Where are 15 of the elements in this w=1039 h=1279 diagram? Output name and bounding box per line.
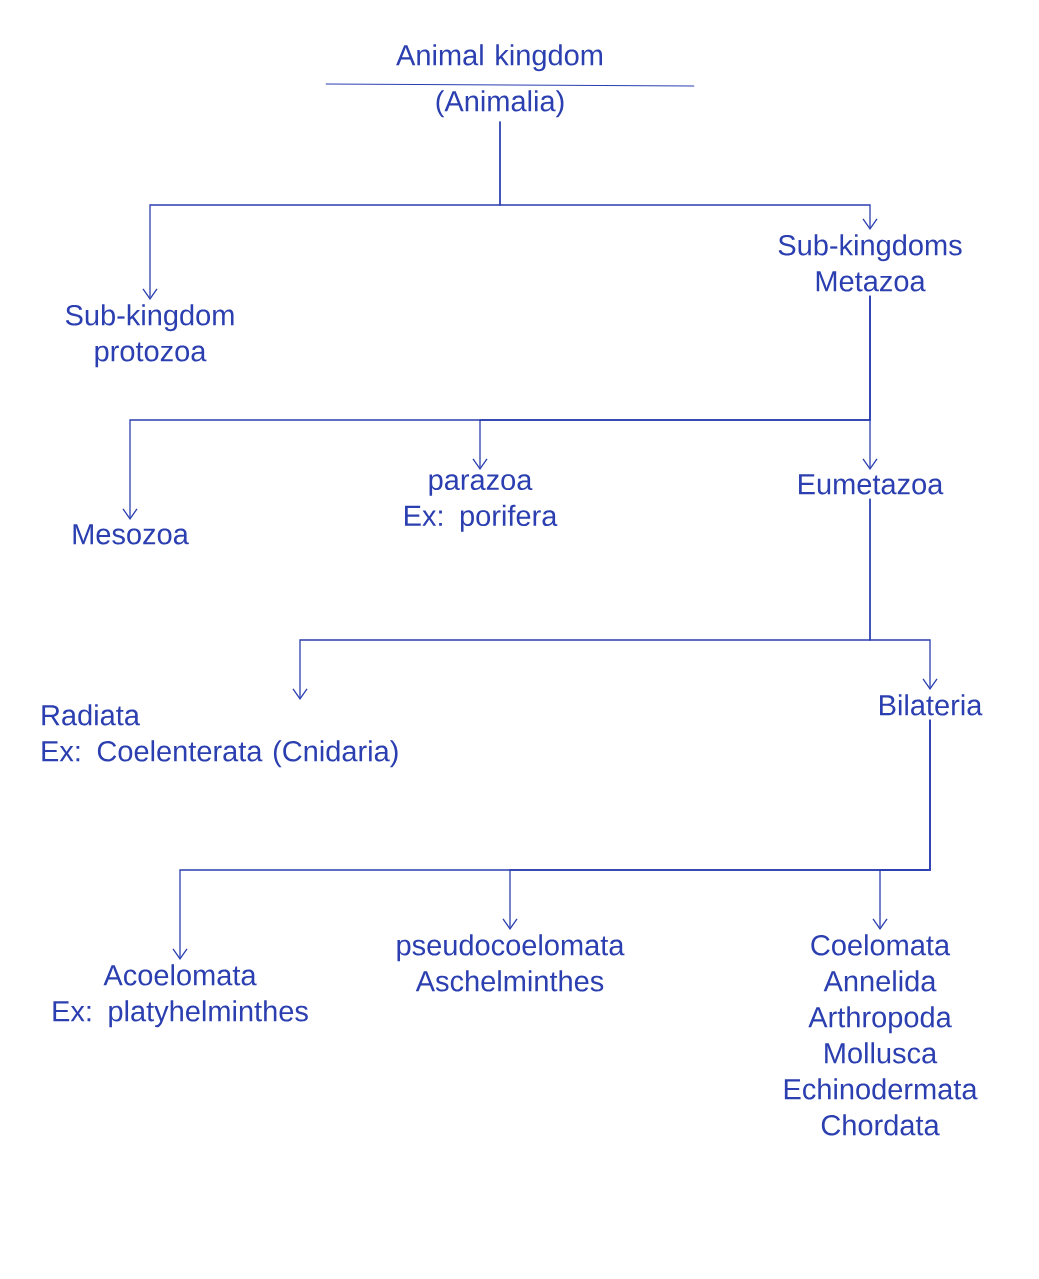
arrow [499, 120, 878, 230]
arrow [869, 498, 938, 690]
node-label: Coelomata Annelida Arthropoda Mollusca Echinodermata Chordata [784, 934, 978, 1136]
node-label: Eumetazoa [799, 474, 944, 495]
heading-label: Animal kingdom (Animalia) [396, 44, 602, 118]
node-label: Bilateria [880, 694, 983, 716]
node-label: Mesozoa [73, 524, 189, 545]
node-label: Sub-kingdom protozoa [65, 304, 234, 368]
node-label: Acoelomata Ex: platyhelminthes [53, 964, 308, 1028]
node-label: Radiata Ex: Coelenterata (Cnidaria) [42, 704, 398, 768]
node-label: parazoa Ex: porifera [405, 474, 558, 532]
node-label: Sub-kingdoms Metazoa [778, 234, 962, 292]
arrow [872, 719, 931, 930]
node-label: pseudocoelomata Aschelminthes [397, 934, 625, 992]
arrow [862, 295, 878, 470]
